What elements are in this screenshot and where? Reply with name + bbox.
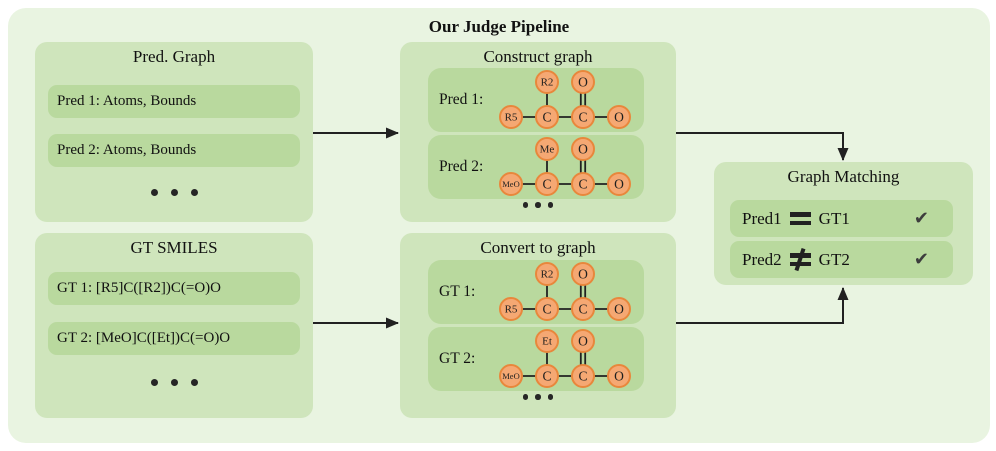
pred-row-2: Pred 2: Atoms, Bounds	[48, 134, 300, 167]
convert-graph-title: Convert to graph	[480, 238, 596, 257]
arrow-convert-to-matching	[676, 287, 849, 324]
svg-text:O: O	[578, 75, 588, 90]
gt-row-2: GT 2: [MeO]C([Et])C(=O)O	[48, 322, 300, 355]
match-row-2: Pred2 GT2 ✔	[730, 241, 953, 278]
svg-text:C: C	[542, 369, 551, 384]
svg-text:O: O	[614, 369, 624, 384]
svg-text:O: O	[614, 110, 624, 125]
svg-text:O: O	[614, 302, 624, 317]
molecule-label: GT 1:	[439, 283, 476, 300]
svg-text:C: C	[578, 369, 587, 384]
molecule-label: GT 2:	[439, 350, 476, 367]
svg-text:MeO: MeO	[502, 371, 519, 381]
molecule-label: Pred 2:	[439, 158, 484, 175]
match-left-label: Pred1	[742, 208, 782, 228]
svg-text:C: C	[542, 177, 551, 192]
svg-text:C: C	[578, 110, 587, 125]
arrow-construct-to-matching	[676, 132, 849, 161]
svg-text:O: O	[578, 142, 588, 157]
match-right-label: GT2	[818, 249, 850, 269]
gt-row-1: GT 1: [R5]C([R2])C(=O)O	[48, 272, 300, 305]
ellipsis-dots	[35, 379, 313, 386]
svg-text:MeO: MeO	[502, 179, 519, 189]
svg-text:O: O	[578, 267, 588, 282]
svg-text:Et: Et	[542, 336, 552, 348]
not-equal-symbol	[789, 248, 811, 271]
svg-text:O: O	[578, 334, 588, 349]
svg-text:C: C	[578, 177, 587, 192]
gt-smiles-box: GT SMILES GT 1: [R5]C([R2])C(=O)O GT 2: …	[35, 233, 313, 418]
check-icon: ✔	[913, 208, 929, 229]
ellipsis-dots	[400, 394, 676, 400]
svg-text:C: C	[542, 110, 551, 125]
pred-graph-box: Pred. Graph Pred 1: Atoms, Bounds Pred 2…	[35, 42, 313, 222]
svg-text:C: C	[542, 302, 551, 317]
svg-text:R2: R2	[541, 269, 554, 281]
match-left-label: Pred2	[742, 249, 782, 269]
gt-smiles-title: GT SMILES	[130, 238, 218, 257]
ellipsis-dots	[400, 202, 676, 208]
svg-text:C: C	[578, 302, 587, 317]
pred-graph-title: Pred. Graph	[132, 47, 216, 66]
pipeline-container: Our Judge Pipeline Pred. Graph Pred 1: A…	[8, 8, 990, 443]
pred-row-1: Pred 1: Atoms, Bounds	[48, 85, 300, 118]
svg-text:R5: R5	[505, 304, 518, 316]
match-right-label: GT1	[818, 208, 850, 228]
equal-symbol	[789, 211, 811, 226]
construct-graph-title: Construct graph	[483, 47, 593, 66]
svg-text:Me: Me	[540, 144, 555, 156]
ellipsis-dots	[35, 189, 313, 196]
svg-text:O: O	[614, 177, 624, 192]
molecule-label: Pred 1:	[439, 91, 484, 108]
match-row-1: Pred1 GT1 ✔	[730, 200, 953, 237]
check-icon: ✔	[913, 249, 929, 270]
svg-text:R5: R5	[505, 112, 518, 124]
figure-title: Our Judge Pipeline	[428, 17, 570, 36]
svg-text:R2: R2	[541, 77, 554, 89]
graph-matching-title: Graph Matching	[787, 167, 900, 186]
graph-matching-box: Graph Matching Pred1 GT1 ✔ Pred2 GT2 ✔	[714, 162, 973, 285]
